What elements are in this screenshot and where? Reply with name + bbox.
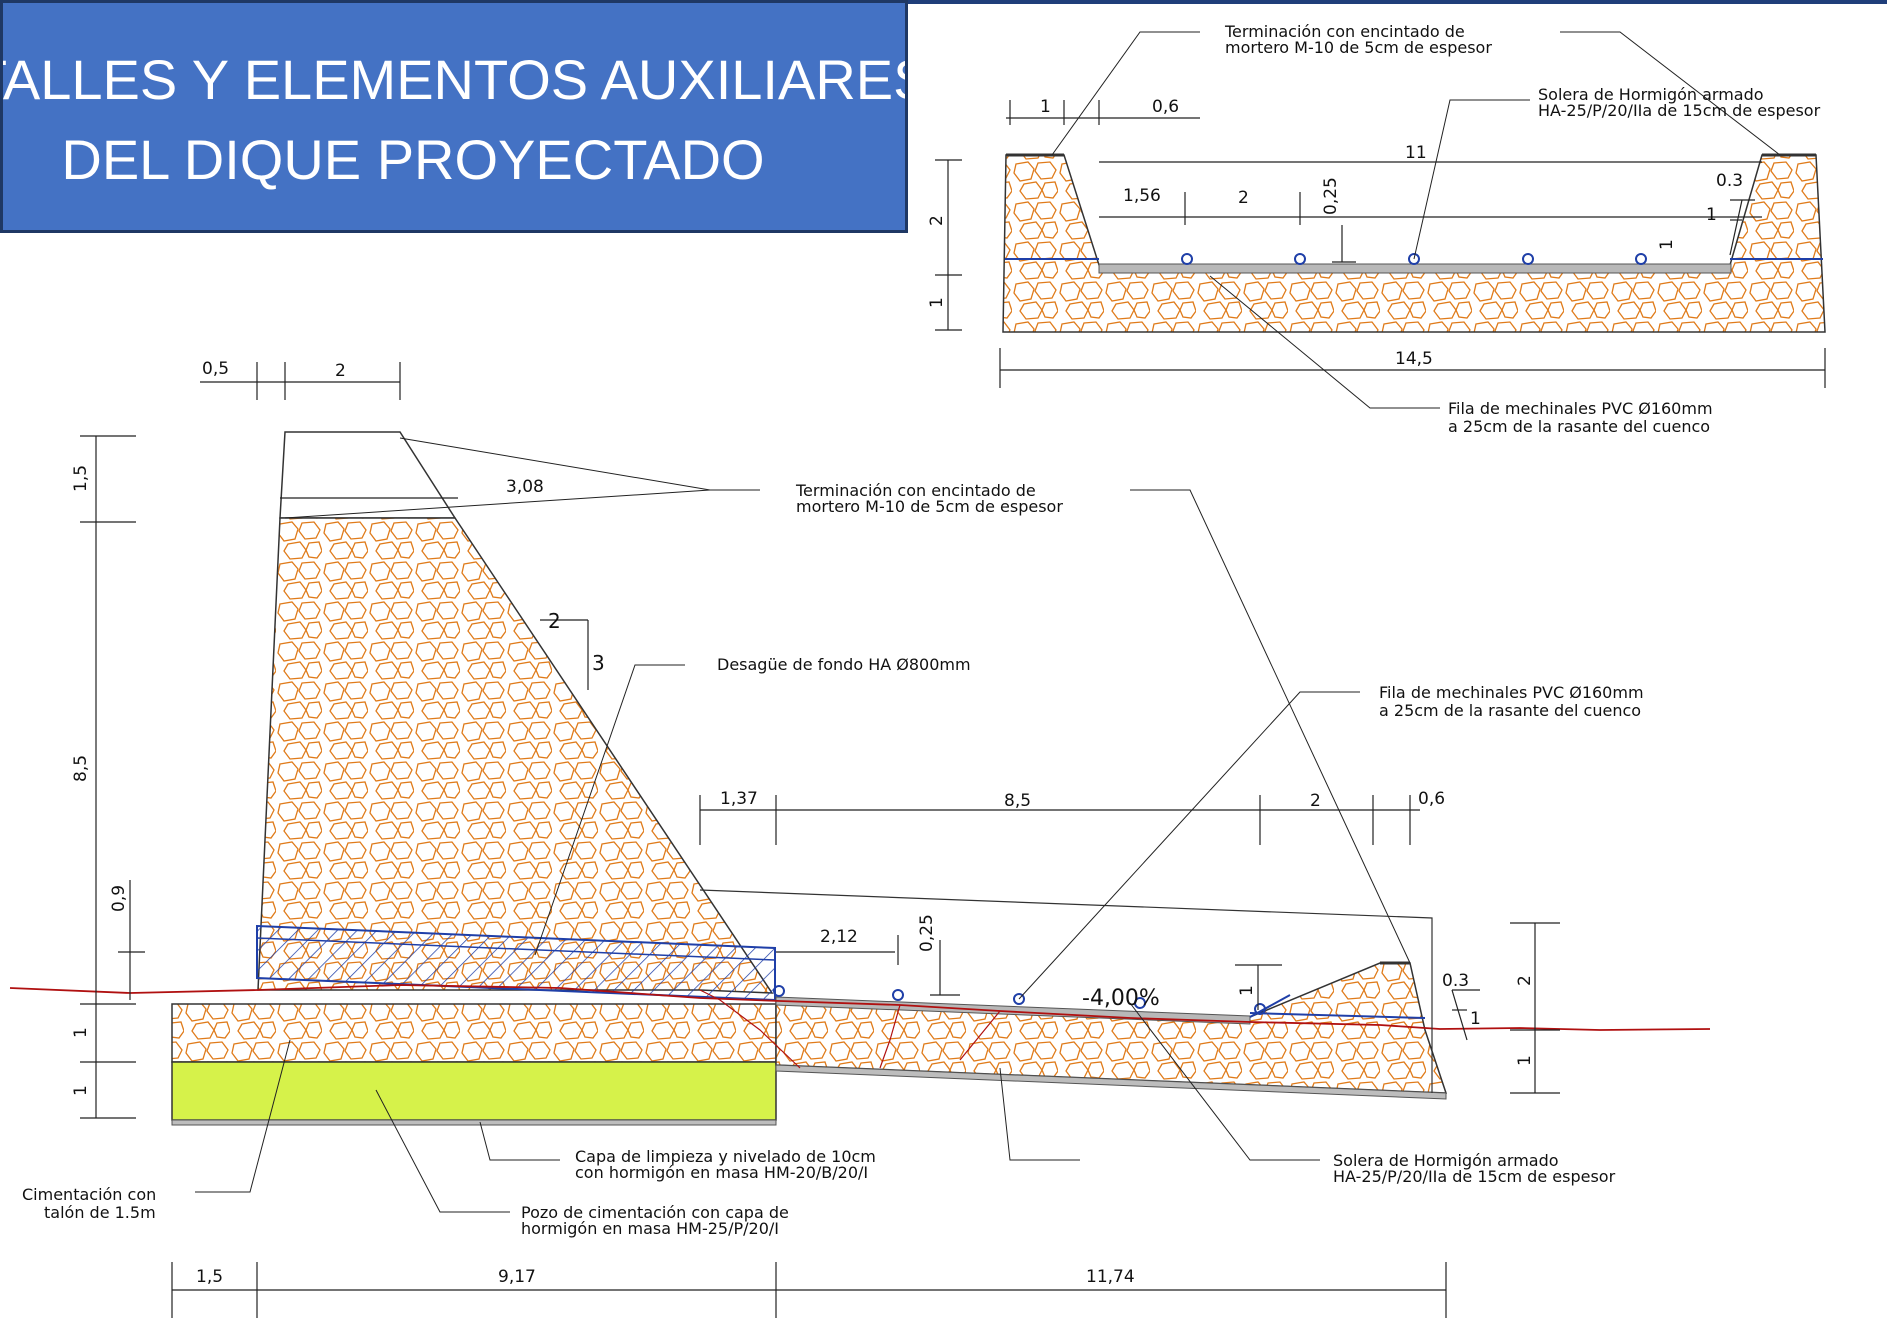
- main-dim-137: 1,37: [720, 789, 758, 809]
- top-dim-v1: 1: [927, 297, 947, 308]
- foundation-pit-green: [171, 1061, 777, 1121]
- foundation-stone: [171, 1003, 777, 1063]
- main-dim-bottom-1174: 11,74: [1086, 1267, 1135, 1287]
- main-label-term-2: mortero M-10 de 5cm de espesor: [796, 497, 1063, 516]
- title-line-2: DEL DIQUE PROYECTADO: [61, 128, 765, 191]
- top-dim-025: 0,25: [1321, 177, 1341, 215]
- top-label-mech-2: a 25cm de la rasante del cuenco: [1448, 417, 1710, 436]
- main-dim-v1-c: 1: [1237, 985, 1257, 996]
- main-dim-05: 0,5: [202, 359, 229, 379]
- main-label-ciment-1: Cimentación con: [22, 1185, 156, 1204]
- main-dim-v85: 8,5: [71, 755, 91, 782]
- main-dim-v09: 0,9: [109, 885, 129, 912]
- main-label-limpieza-2: con hormigón en masa HM-20/B/20/I: [575, 1163, 868, 1182]
- top-dim-v2: 2: [927, 215, 947, 226]
- top-solera-slab: [1098, 263, 1732, 274]
- main-label-solera-2: HA-25/P/20/IIa de 15cm de espesor: [1333, 1167, 1616, 1186]
- main-label-solera-1: Solera de Hormigón armado: [1333, 1151, 1559, 1170]
- top-dim-11: 11: [1405, 143, 1427, 163]
- top-mechinales: [1181, 253, 1647, 265]
- top-cross-section: 1 0,6 11 1,56 2 0,25 0.3 1 1 2 1 14,5 Te…: [927, 22, 1826, 436]
- main-label-pozo-1: Pozo de cimentación con capa de: [521, 1203, 789, 1222]
- main-dim-2-top: 2: [335, 361, 346, 381]
- main-label-mech-1: Fila de mechinales PVC Ø160mm: [1379, 683, 1644, 702]
- main-dim-v025: 0,25: [917, 914, 937, 952]
- top-dim-156: 1,56: [1123, 186, 1161, 206]
- top-dim-145: 14,5: [1395, 349, 1433, 369]
- top-dim-1: 1: [1040, 97, 1051, 117]
- top-label-term-2: mortero M-10 de 5cm de espesor: [1225, 38, 1492, 57]
- main-dim-v2-right: 2: [1515, 975, 1535, 986]
- main-dim-v1-b: 1: [71, 1085, 91, 1096]
- top-border-line: [0, 0, 1887, 4]
- top-dim-slope-1: 1: [1706, 205, 1717, 225]
- top-dim-06: 0,6: [1152, 97, 1179, 117]
- main-dim-06-right: 0,6: [1418, 789, 1445, 809]
- main-dim-bottom-15: 1,5: [196, 1267, 223, 1287]
- top-dim-03: 0.3: [1716, 171, 1743, 191]
- dam-crest-cap: [279, 431, 457, 519]
- main-label-pozo-2: hormigón en masa HM-25/P/20/I: [521, 1219, 779, 1238]
- top-dim-slope-1b: 1: [1657, 239, 1677, 250]
- top-dim-2: 2: [1238, 188, 1249, 208]
- top-label-solera-1: Solera de Hormigón armado: [1538, 85, 1764, 104]
- top-label-mech-1: Fila de mechinales PVC Ø160mm: [1448, 399, 1713, 418]
- main-dim-v1-right: 1: [1515, 1055, 1535, 1066]
- main-dim-212: 2,12: [820, 927, 858, 947]
- main-dim-308: 3,08: [506, 477, 544, 497]
- main-dim-2-right: 2: [1310, 791, 1321, 811]
- dam-body-stone: [257, 517, 774, 994]
- main-label-limpieza-1: Capa de limpieza y nivelado de 10cm: [575, 1147, 876, 1166]
- main-dim-85: 8,5: [1004, 791, 1031, 811]
- top-label-term-1: Terminación con encintado de: [1224, 22, 1465, 41]
- top-section-stone-body: [1002, 154, 1826, 333]
- top-label-solera-2: HA-25/P/20/IIa de 15cm de espesor: [1538, 101, 1821, 120]
- title-line-1: ETALLES Y ELEMENTOS AUXILIARES: [0, 48, 908, 111]
- title-banner: ETALLES Y ELEMENTOS AUXILIARES DEL DIQUE…: [0, 0, 908, 233]
- main-label-desague: Desagüe de fondo HA Ø800mm: [717, 655, 971, 674]
- main-dam-section: 0,5 2 3,08 1,5 8,5 0,9 1 1 1,37 8,5 2 0,…: [9, 359, 1711, 1318]
- basin-slope-percent: -4,00%: [1082, 986, 1160, 1011]
- dam-slope-3: 3: [592, 651, 605, 675]
- main-label-term-1: Terminación con encintado de: [795, 481, 1036, 500]
- main-label-ciment-2: talón de 1.5m: [44, 1203, 156, 1222]
- main-mechinales: [773, 985, 1266, 1015]
- main-dim-1-right: 1: [1470, 1009, 1481, 1029]
- terrain-line: [9, 984, 1711, 1031]
- dam-slope-2: 2: [548, 609, 561, 633]
- main-dim-v1-a: 1: [71, 1027, 91, 1038]
- main-label-mech-2: a 25cm de la rasante del cuenco: [1379, 701, 1641, 720]
- main-dim-03-right: 0.3: [1442, 971, 1469, 991]
- main-dim-v15: 1,5: [71, 465, 91, 492]
- main-dim-bottom-917: 9,17: [498, 1267, 536, 1287]
